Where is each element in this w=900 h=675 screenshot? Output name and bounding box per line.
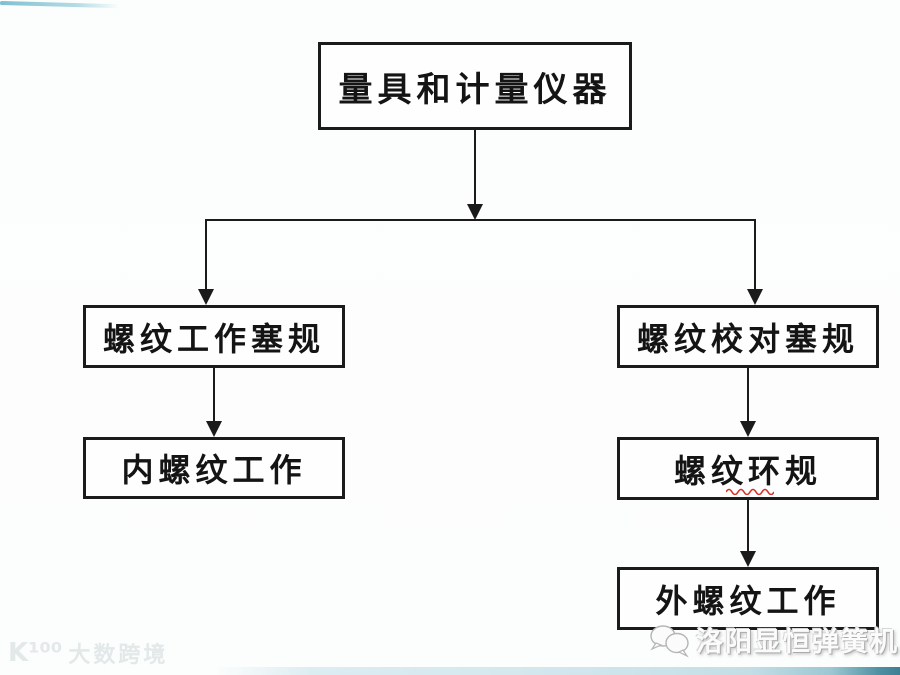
spellcheck-squiggle-icon <box>726 488 774 495</box>
watermark-brand-text: 洛阳显恒弹簧机 <box>696 627 899 658</box>
connector-left-box1-to-box2 <box>213 368 215 422</box>
down-arrowhead-icon <box>740 421 756 437</box>
connector-right-box2-to-box3 <box>747 500 749 552</box>
flow-box-thread-ring-gauge: 螺纹环规 <box>617 437 879 500</box>
connector-root-down <box>474 130 476 205</box>
k100-logo: K¹⁰⁰ <box>8 638 63 668</box>
flow-box-external-thread-work: 外螺纹工作 <box>617 567 879 630</box>
down-arrowhead-icon <box>198 289 214 305</box>
flow-box-label: 量具和计量仪器 <box>338 69 612 110</box>
flow-box-label: 螺纹工作塞规 <box>102 319 325 358</box>
flow-box-label: 内螺纹工作 <box>121 451 307 489</box>
flow-box-thread-working-plug-gauge: 螺纹工作塞规 <box>83 305 345 368</box>
top-left-teal-line <box>0 1 120 9</box>
flow-box-thread-check-plug-gauge: 螺纹校对塞规 <box>617 305 879 368</box>
down-arrowhead-icon <box>206 421 222 437</box>
connector-split-horizontal <box>205 219 756 221</box>
down-arrowhead-icon <box>740 551 756 567</box>
connector-right-box1-to-box2 <box>747 368 749 422</box>
connector-left-branch-down <box>205 221 207 290</box>
bottom-teal-bar <box>215 667 900 675</box>
watermark-bottom-right: 洛阳显恒弹簧机 <box>648 620 899 659</box>
watermark-brand-text: 大数跨境 <box>68 643 169 668</box>
flow-box-measuring-instruments: 量具和计量仪器 <box>318 42 632 130</box>
flow-box-internal-thread-work: 内螺纹工作 <box>83 437 345 499</box>
connector-right-branch-down <box>754 221 756 290</box>
wechat-icon <box>650 624 689 658</box>
flow-box-label: 外螺纹工作 <box>655 581 841 620</box>
down-arrowhead-icon <box>747 289 763 305</box>
watermark-bottom-left: K¹⁰⁰ 大数跨境 <box>8 640 168 669</box>
down-arrowhead-icon <box>467 204 483 220</box>
flow-box-label: 螺纹校对塞规 <box>636 319 859 358</box>
flow-box-label: 螺纹环规 <box>673 451 822 490</box>
